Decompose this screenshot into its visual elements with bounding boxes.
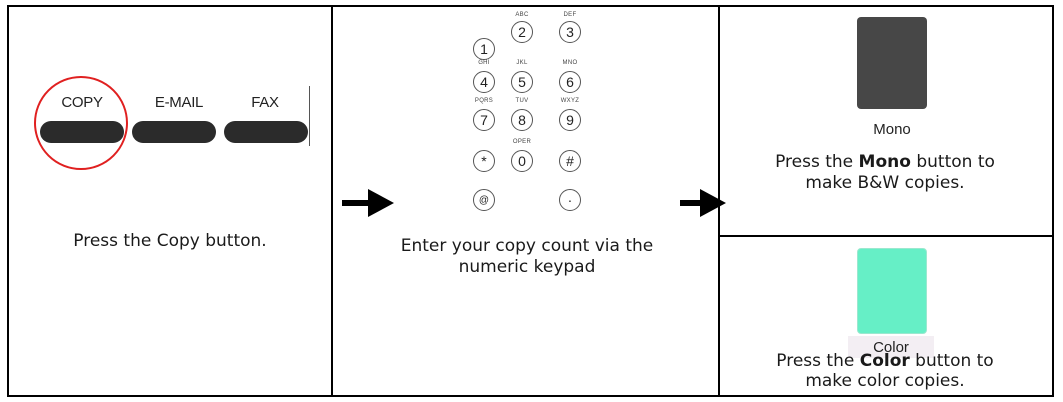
key-0-sublabel: OPER [512, 139, 532, 145]
column-divider-1 [331, 5, 333, 397]
key-dot[interactable]: · [559, 189, 581, 211]
color-caption: Press the Color button to make color cop… [723, 351, 1047, 391]
mono-button[interactable] [857, 17, 927, 109]
color-caption-line-2: make color copies. [805, 371, 965, 391]
color-button[interactable] [857, 248, 927, 334]
mono-caption: Press the Mono button to make B&W copies… [723, 152, 1047, 194]
color-caption-post: button to [909, 351, 994, 371]
key-2[interactable]: 2 [511, 21, 533, 43]
step-2-caption-line-2: numeric keypad [458, 257, 596, 277]
key-5[interactable]: 5 [511, 71, 533, 93]
key-7[interactable]: 7 [473, 109, 495, 131]
key-3[interactable]: 3 [559, 21, 581, 43]
color-caption-pre: Press the [776, 351, 860, 371]
key-4[interactable]: 4 [473, 71, 495, 93]
key-2-sublabel: ABC [515, 12, 529, 18]
key-6-sublabel: MNO [562, 60, 578, 66]
key-0[interactable]: 0 [511, 150, 533, 172]
arrow-right-icon [680, 189, 726, 217]
key-8[interactable]: 8 [511, 109, 533, 131]
key-hash[interactable]: # [559, 150, 581, 172]
key-star[interactable]: * [473, 150, 495, 172]
key-5-sublabel: JKL [516, 60, 528, 66]
color-caption-bold: Color [859, 351, 910, 371]
color-button-label: Color [873, 339, 909, 356]
key-9[interactable]: 9 [559, 109, 581, 131]
key-at[interactable]: @ [473, 189, 495, 211]
color-label-background [848, 336, 934, 358]
key-4-sublabel: GHI [478, 60, 490, 66]
fax-button[interactable] [224, 121, 308, 143]
row-divider [718, 235, 1054, 237]
instruction-table [7, 5, 1054, 397]
key-8-sublabel: TUV [515, 98, 529, 104]
button-separator [309, 86, 310, 146]
key-6[interactable]: 6 [559, 71, 581, 93]
key-9-sublabel: WXYZ [560, 98, 580, 104]
step-2-caption: Enter your copy count via the numeric ke… [345, 236, 709, 278]
key-3-sublabel: DEF [563, 12, 577, 18]
email-label: E-MAIL [154, 94, 204, 111]
mono-caption-post: button to [910, 152, 995, 172]
mono-caption-pre: Press the [775, 152, 859, 172]
mono-caption-line-2: make B&W copies. [805, 173, 965, 193]
email-button[interactable] [132, 121, 216, 143]
step-1-caption: Press the Copy button. [73, 231, 267, 251]
key-1[interactable]: 1 [473, 38, 495, 60]
mono-caption-bold: Mono [858, 152, 911, 172]
mono-button-label: Mono [873, 121, 911, 138]
step-2-caption-line-1: Enter your copy count via the [400, 236, 654, 256]
arrow-right-icon [342, 189, 394, 217]
mono-caption-line-1: Press the Mono button to [723, 152, 1047, 173]
highlight-circle [34, 76, 128, 170]
key-7-sublabel: PQRS [474, 98, 494, 104]
fax-label: FAX [251, 94, 279, 111]
color-caption-line-1: Press the Color button to [723, 351, 1047, 371]
